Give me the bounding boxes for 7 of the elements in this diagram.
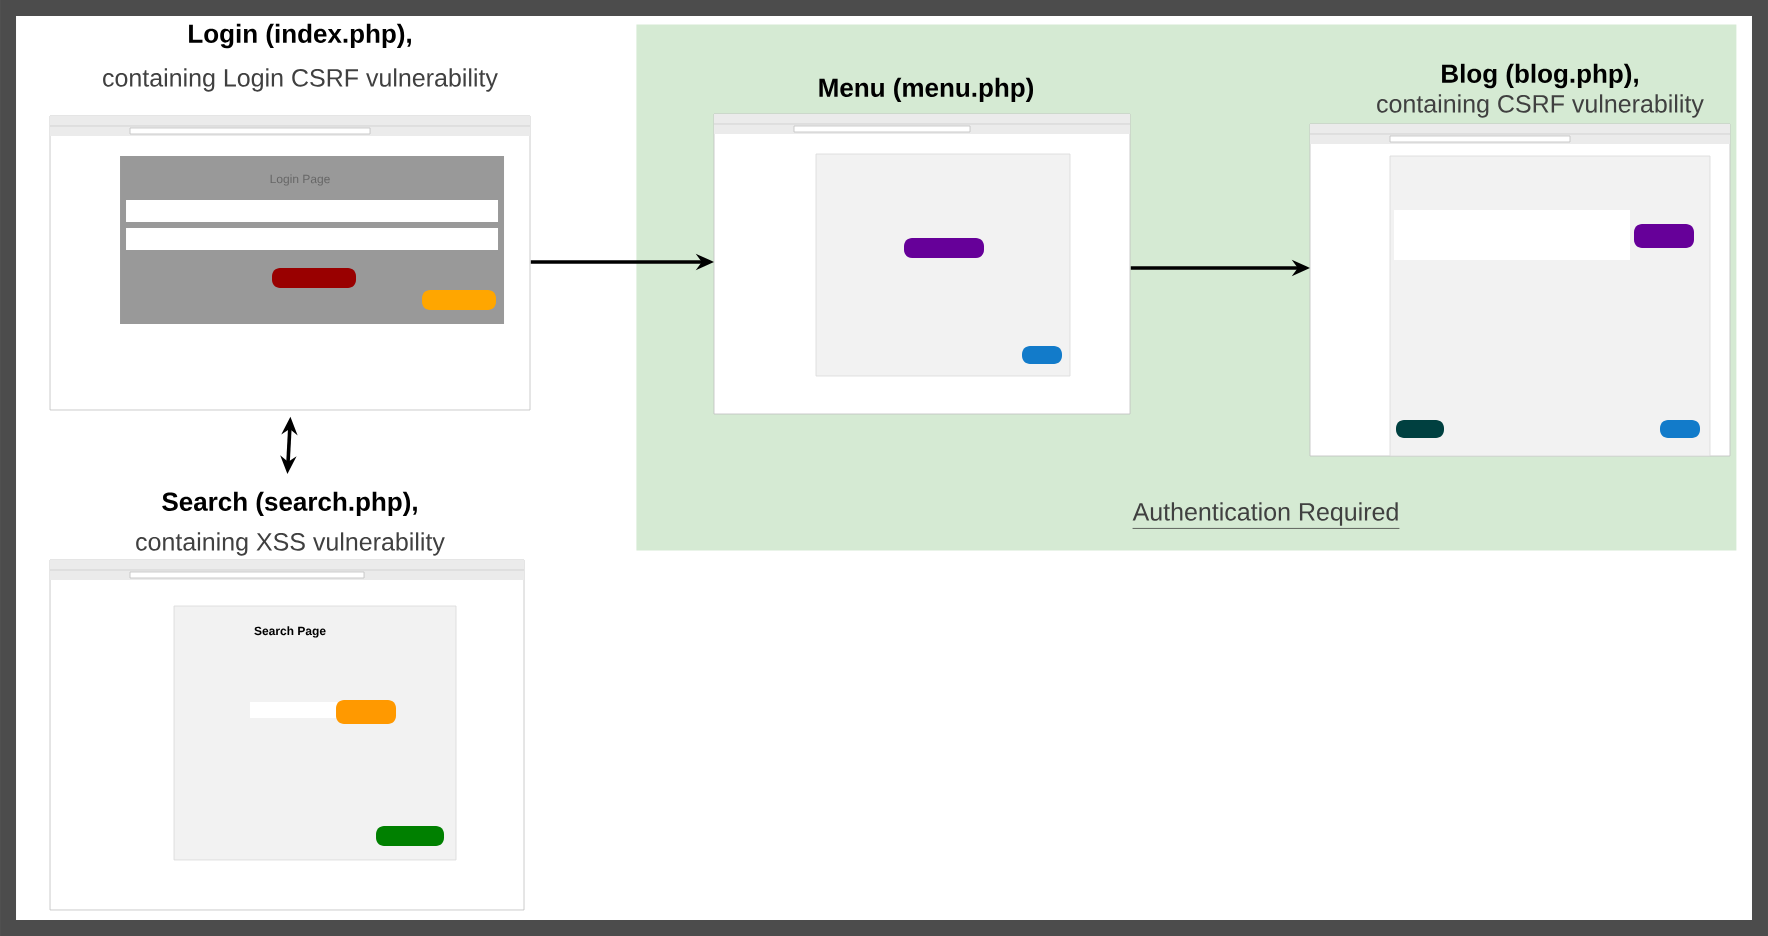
page-title: Search (search.php), — [162, 491, 417, 517]
page-title: Menu (menu.php) — [819, 77, 1034, 103]
page-subtitle: containing Login CSRF vulnerability — [103, 68, 498, 92]
page-title: Login (index.php), — [189, 23, 411, 49]
page-subtitle: containing XSS vulnerability — [136, 532, 445, 556]
page-title: Blog (blog.php), — [1442, 63, 1638, 89]
page-subtitle: containing CSRF vulnerability — [1377, 94, 1704, 118]
